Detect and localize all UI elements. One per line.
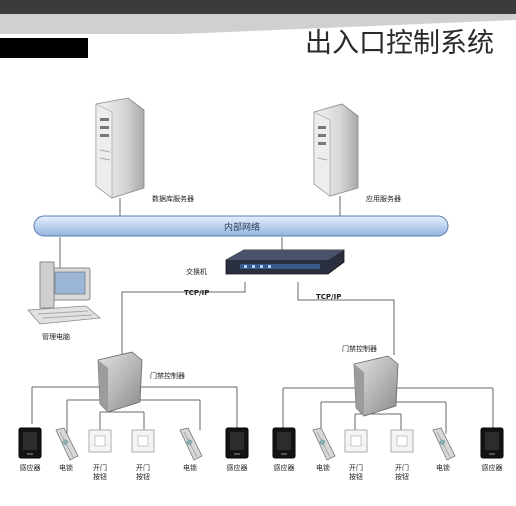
management-pc-label: 管理电脑 [42,332,70,341]
access-controller-right-icon [353,355,399,417]
device-label: 电锁 [316,463,330,472]
electric-lock-icon [432,427,456,461]
device-label: 感应器 [482,463,503,472]
exit-button-icon [390,429,414,453]
device-label: 开门按钮 [395,463,409,481]
device-label: 感应器 [274,463,295,472]
device-label: 开门按钮 [93,463,107,481]
protocol-label-left: TCP/IP [184,289,209,297]
exit-button-icon [88,429,112,453]
card-reader-icon [225,427,249,459]
electric-lock-icon [179,427,203,461]
device-label: 电锁 [436,463,450,472]
header-band [0,0,516,58]
page-title: 出入口控制系统 [305,28,494,59]
database-server-label: 数据库服务器 [152,194,194,203]
card-reader-icon [272,427,296,459]
device-label: 感应器 [20,463,41,472]
switch-label: 交换机 [186,267,207,276]
field-devices: 感应器 电锁 开门按钮 开门按钮 电锁 感应器 感应器 电锁 开门按钮 开门按钮 电锁 感应器 [18,427,504,481]
device-label: 电锁 [59,463,73,472]
exit-button-icon [344,429,368,453]
access-controller-right-label: 门禁控制器 [342,344,377,353]
network-label: 内部网络 [224,221,260,233]
device-label: 开门按钮 [136,463,150,481]
access-controller-left-label: 门禁控制器 [150,371,185,380]
access-controller-left-icon [97,351,143,413]
internal-network-bar [33,215,449,237]
management-pc-icon [27,261,101,325]
exit-button-icon [131,429,155,453]
electric-lock-icon [55,427,79,461]
card-reader-icon [18,427,42,459]
application-server-label: 应用服务器 [366,194,401,203]
card-reader-icon [480,427,504,459]
electric-lock-icon [312,427,336,461]
device-label: 开门按钮 [349,463,363,481]
application-server-icon [313,103,359,197]
database-server-icon [95,97,145,199]
protocol-label-right: TCP/IP [316,293,341,301]
network-switch-icon [225,249,345,275]
device-label: 感应器 [227,463,248,472]
device-label: 电锁 [183,463,197,472]
